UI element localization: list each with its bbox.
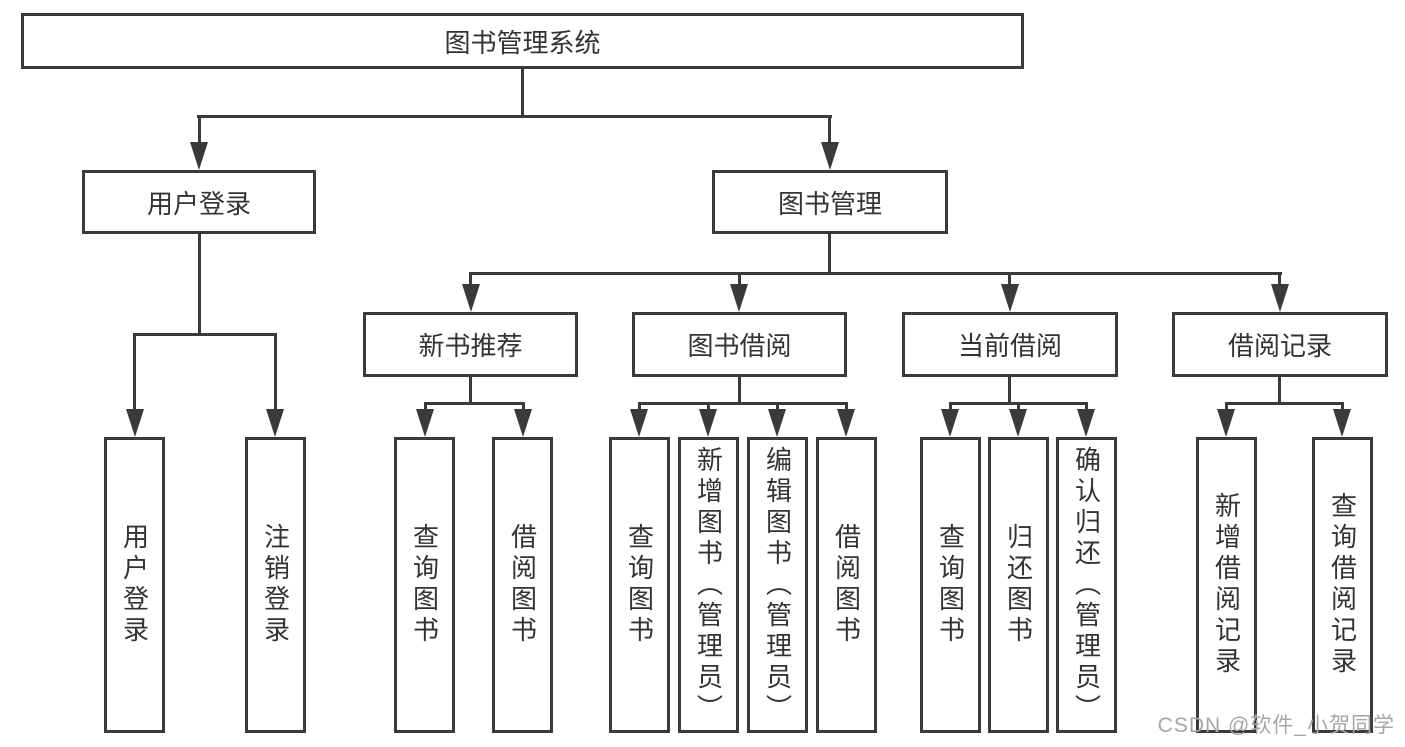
connector-line [274,333,277,413]
node-label: 图书借阅 [687,331,792,361]
arrow-down-icon [266,409,284,437]
node-label: 编辑图书（管理员） [762,445,793,725]
connector-line [1008,377,1011,405]
arrow-down-icon [126,409,144,437]
node-label: 用户登录 [146,188,251,219]
arrow-down-icon [416,409,434,437]
arrow-down-icon [821,142,839,170]
node-label: 注销登录 [260,523,291,647]
arrow-down-icon [1217,409,1235,437]
connector-line [522,402,525,412]
connector-line [1008,272,1011,288]
arrow-down-icon [1001,284,1019,312]
connector-line [1278,272,1281,288]
connector-line [707,402,710,412]
connector-line [424,402,525,405]
leaf-return-books: 归还图书 [988,437,1049,733]
connector-line [828,115,831,145]
node-label: 图书管理 [777,188,882,219]
leaf-query-books-current: 查询图书 [920,437,981,733]
node-borrowing-records: 借阅记录 [1172,312,1388,377]
arrow-down-icon [462,284,480,312]
connector-line [638,402,848,405]
node-label: 查询图书 [409,523,440,647]
leaf-borrow-books: 借阅图书 [816,437,877,733]
connector-line [776,402,779,412]
node-book-management: 图书管理 [712,170,948,234]
connector-line [845,402,848,412]
arrow-down-icon [1077,409,1095,437]
arrow-down-icon [1271,284,1289,312]
arrow-down-icon [514,409,532,437]
watermark-text: CSDN @软件_小贺同学 [1157,714,1395,737]
leaf-add-borrowing-record: 新增借阅记录 [1196,437,1257,733]
connector-line [133,333,136,413]
leaf-user-login: 用户登录 [104,437,165,733]
connector-line [198,115,201,145]
arrow-down-icon [768,409,786,437]
connector-line [133,333,277,336]
node-label: 新增借阅记录 [1211,492,1242,678]
node-label: 确认归还（管理员） [1071,445,1102,725]
arrow-down-icon [730,284,748,312]
connector-line [1017,402,1020,412]
arrow-down-icon [1009,409,1027,437]
connector-line [738,272,741,288]
connector-line [1225,402,1228,412]
connector-line [1085,402,1088,412]
connector-line [738,377,741,405]
connector-line [1341,402,1344,412]
arrow-down-icon [837,409,855,437]
node-label: 查询借阅记录 [1327,492,1358,678]
arrow-down-icon [699,409,717,437]
connector-line [1278,377,1281,405]
node-label: 借阅图书 [507,523,538,647]
leaf-query-books-recommendation: 查询图书 [394,437,455,733]
connector-line [197,115,832,118]
node-label: 用户登录 [119,523,150,647]
node-label: 图书管理系统 [444,27,601,58]
node-label: 借阅图书 [831,523,862,647]
connector-line [638,402,641,412]
connector-line [469,377,472,405]
connector-line [469,272,472,288]
node-library-management-system: 图书管理系统 [21,13,1024,69]
leaf-logout: 注销登录 [245,437,306,733]
leaf-query-borrowing-record: 查询借阅记录 [1312,437,1373,733]
connector-line [1225,402,1344,405]
arrow-down-icon [941,409,959,437]
connector-line [424,402,427,412]
node-label: 查询图书 [935,523,966,647]
node-label: 当前借阅 [957,331,1062,361]
connector-line [198,234,201,335]
connector-line [828,234,831,275]
arrow-down-icon [190,142,208,170]
node-user-login: 用户登录 [82,170,316,234]
leaf-add-books-admin: 新增图书（管理员） [678,437,739,733]
node-label: 新增图书（管理员） [693,445,724,725]
node-label: 借阅记录 [1227,331,1332,361]
leaf-edit-books-admin: 编辑图书（管理员） [747,437,808,733]
node-new-book-recommendation: 新书推荐 [363,312,578,377]
connector-line [521,68,524,117]
node-current-borrowing: 当前借阅 [902,312,1118,377]
node-label: 查询图书 [624,523,655,647]
connector-line [469,272,1282,275]
leaf-borrow-books-recommendation: 借阅图书 [492,437,553,733]
leaf-confirm-return-admin: 确认归还（管理员） [1056,437,1117,733]
node-label: 归还图书 [1003,523,1034,647]
arrow-down-icon [630,409,648,437]
connector-line [949,402,952,412]
node-book-borrowing: 图书借阅 [632,312,847,377]
leaf-query-books-borrowing: 查询图书 [609,437,670,733]
arrow-down-icon [1333,409,1351,437]
node-label: 新书推荐 [418,331,523,361]
